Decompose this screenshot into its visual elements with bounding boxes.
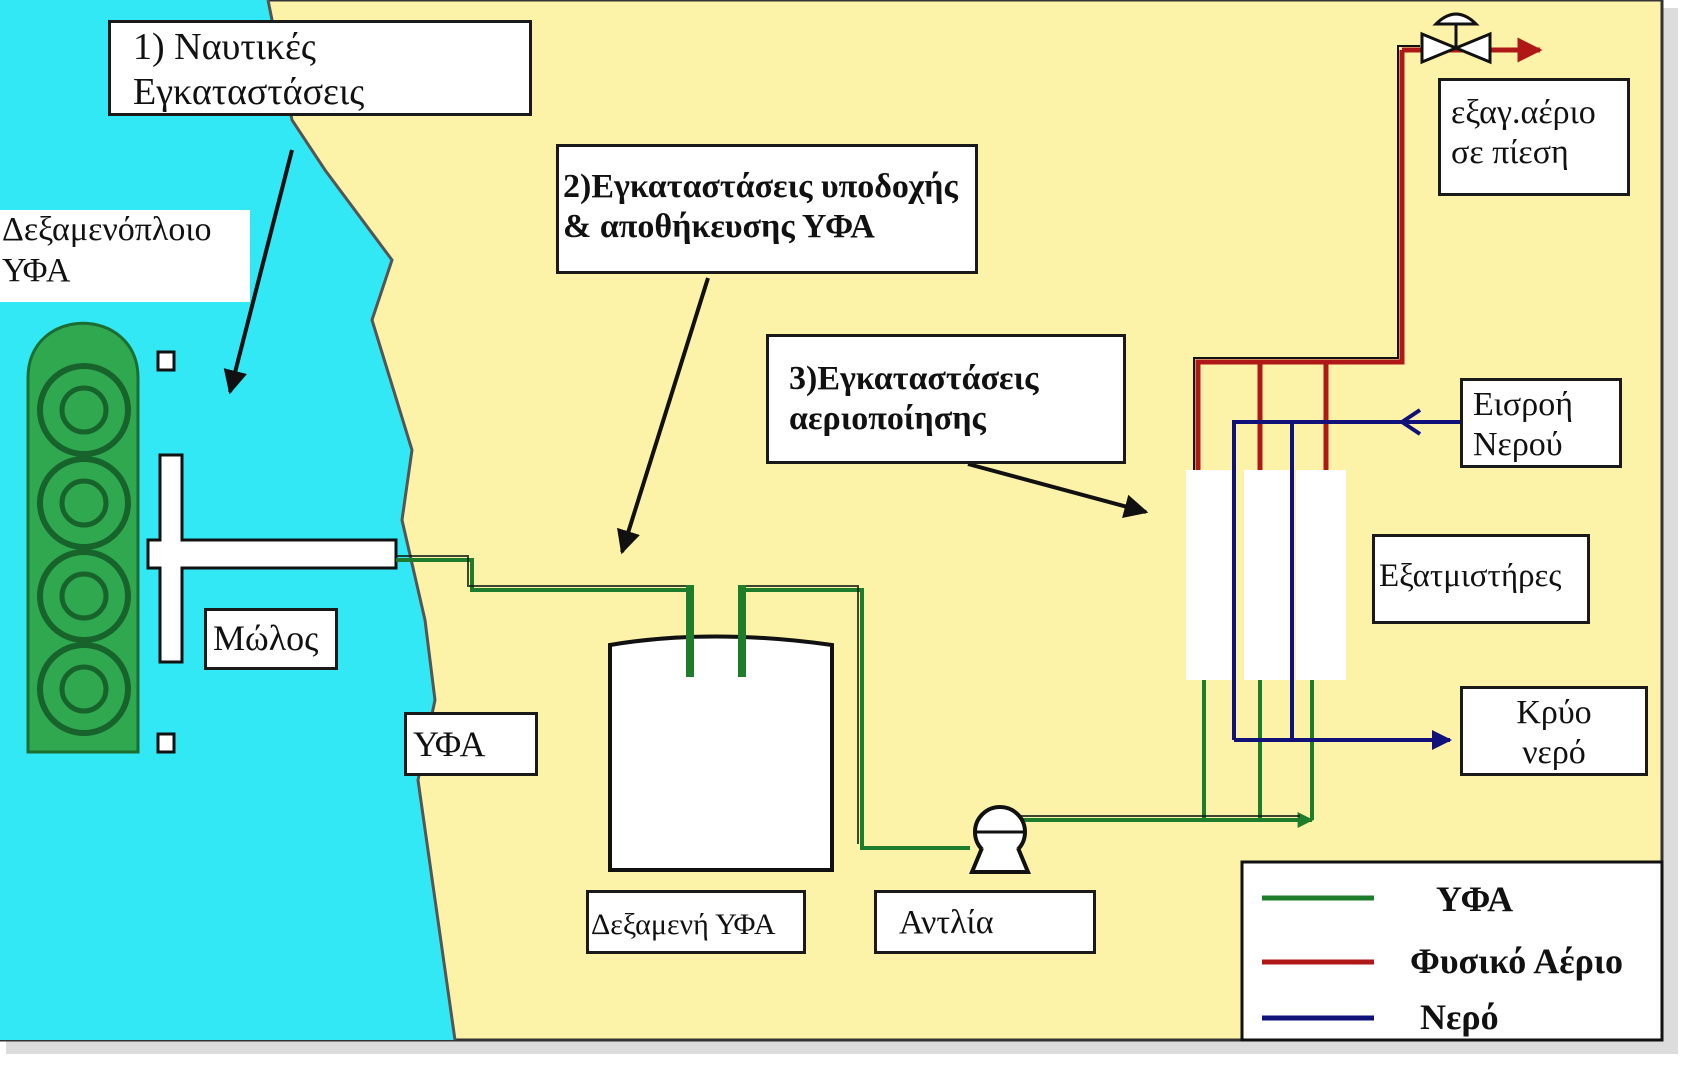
pointer-reception (617, 277, 710, 555)
legend-box (1240, 860, 1664, 1042)
legend (1240, 860, 1664, 1042)
ship-tank-4 (37, 642, 131, 736)
valve-icon (1420, 12, 1492, 65)
label-reception-storage: 2)Εγκαταστάσεις υποδοχής & αποθήκευσης Υ… (556, 144, 978, 274)
label-cold-water: Κρύο νερό (1460, 686, 1648, 776)
vaporizer-column-icon (1186, 470, 1346, 680)
storage-tank-icon (608, 585, 834, 872)
tanker-ship-icon (26, 321, 140, 754)
pump-icon (969, 805, 1031, 874)
label-lng-tank: Δεξαμενή ΥΦΑ (586, 890, 806, 954)
water-pipeline (1232, 420, 1462, 750)
label-tanker: Δεξαμενόπλοιο ΥΦΑ (0, 210, 250, 302)
ship-tank-2 (37, 456, 131, 550)
pointer-regas (967, 462, 1149, 518)
legend-label-water: Νερό (1420, 997, 1499, 1037)
ship-tank-3 (37, 549, 131, 643)
label-regasification: 3)Εγκαταστάσεις αεριοποίησης (766, 334, 1126, 464)
jetty (146, 453, 398, 664)
pointer-arrows (223, 149, 1149, 555)
gas-pipeline-outline (1193, 45, 1420, 470)
label-pier: Μώλος (204, 608, 338, 670)
label-pump: Αντλία (874, 890, 1096, 954)
label-lng-shore: ΥΦΑ (404, 712, 538, 776)
pointer-marine (223, 149, 294, 395)
lng-pipeline-shadow (396, 555, 1300, 844)
legend-label-natural-gas: Φυσικό Αέριο (1410, 941, 1624, 981)
label-vaporizers: Εξατμιστήρες (1372, 534, 1590, 624)
mooring-dolphin-top (156, 350, 176, 372)
mooring-dolphin-bottom (156, 732, 176, 754)
label-water-inflow: Εισροή Νερού (1460, 378, 1622, 468)
ship-tank-1 (37, 363, 131, 457)
label-gas-output: εξαγ.αέριο σε πίεση (1438, 78, 1630, 196)
label-marine-facilities: 1) Ναυτικές Εγκαταστάσεις (108, 20, 532, 116)
water-inlet-arrow (1398, 408, 1422, 436)
legend-label-lng: ΥΦΑ (1436, 879, 1514, 919)
